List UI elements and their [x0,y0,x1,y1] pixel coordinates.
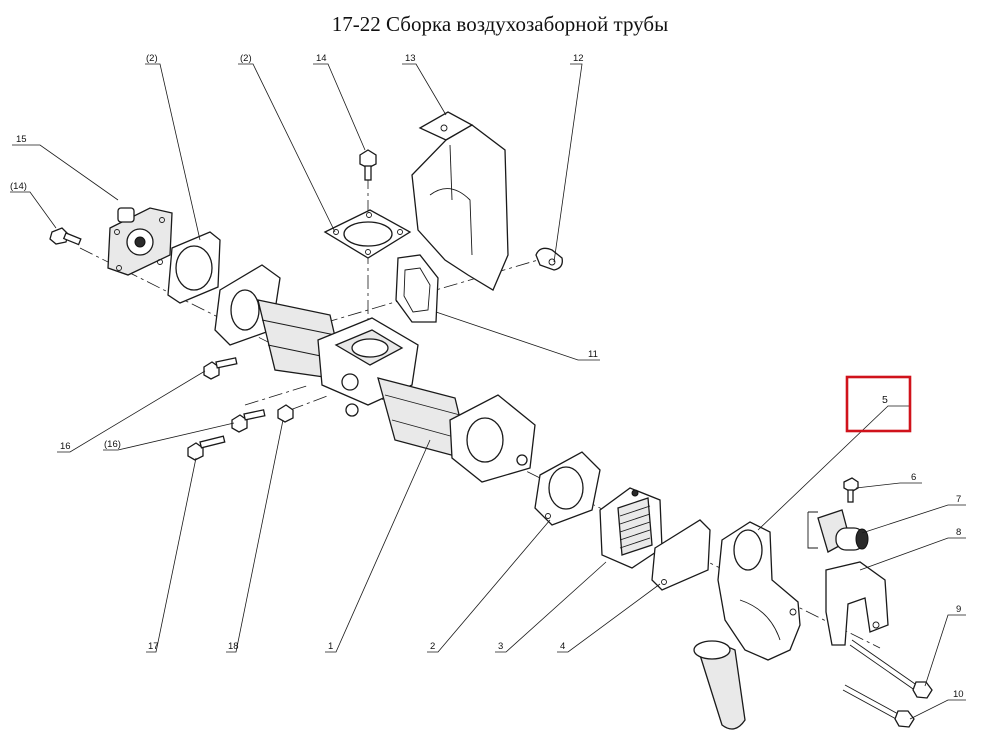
gasket-4-icon [651,519,711,591]
callout-14: 14 [316,53,327,64]
callout-13: 13 [405,53,416,64]
flange-cover-part-15 [107,207,173,276]
callout-1: 1 [328,641,333,652]
callout-10: 10 [953,689,964,700]
bolt-16b-icon [231,409,266,433]
callout-15: 15 [16,134,27,145]
screw-6-icon [843,477,859,503]
callout-14-ref: (14) [10,181,27,192]
bolt-top-icon [359,149,377,181]
bolt-10-icon [842,684,915,728]
callout-3: 3 [498,641,503,652]
highlight-box [845,375,912,433]
elbow-icon [693,521,801,730]
bolt-17-icon [187,435,226,461]
callout-8: 8 [956,527,961,538]
callout-11: 11 [588,349,598,360]
callout-labels: 15 (14) (2) (2) 14 13 12 11 5 6 7 8 9 10… [10,53,964,700]
bracket-icon [411,111,509,291]
callout-5: 5 [882,394,888,406]
callout-18: 18 [228,641,239,652]
callout-12: 12 [573,53,584,64]
callout-2-ref-a: (2) [146,53,158,64]
bolt-9-icon [849,639,933,699]
callout-7: 7 [956,494,961,505]
pipe-icon [214,264,536,483]
bolt-icon [49,227,82,246]
bolt-18-icon [277,404,294,423]
clamp-icon [535,247,563,271]
cooler-icon [599,487,663,569]
valve-icon [807,509,869,553]
callout-16: 16 [60,441,71,452]
callout-6: 6 [911,472,916,483]
callout-17: 17 [148,641,159,652]
gasket-icon [167,231,221,304]
callout-2-ref-b: (2) [240,53,252,64]
gasket-top-icon [323,209,412,259]
callout-16-ref: (16) [104,439,121,450]
gasket-11-icon [395,254,439,323]
callout-9: 9 [956,604,961,615]
diagram-title: 17-22 Сборка воздухозаборной трубы [331,12,669,36]
callout-4: 4 [560,641,565,652]
leader-lines [10,63,966,720]
gasket-2-icon [534,451,601,526]
bolt-16-icon [203,357,238,380]
callout-2: 2 [430,641,435,652]
bracket-8-icon [825,561,889,646]
